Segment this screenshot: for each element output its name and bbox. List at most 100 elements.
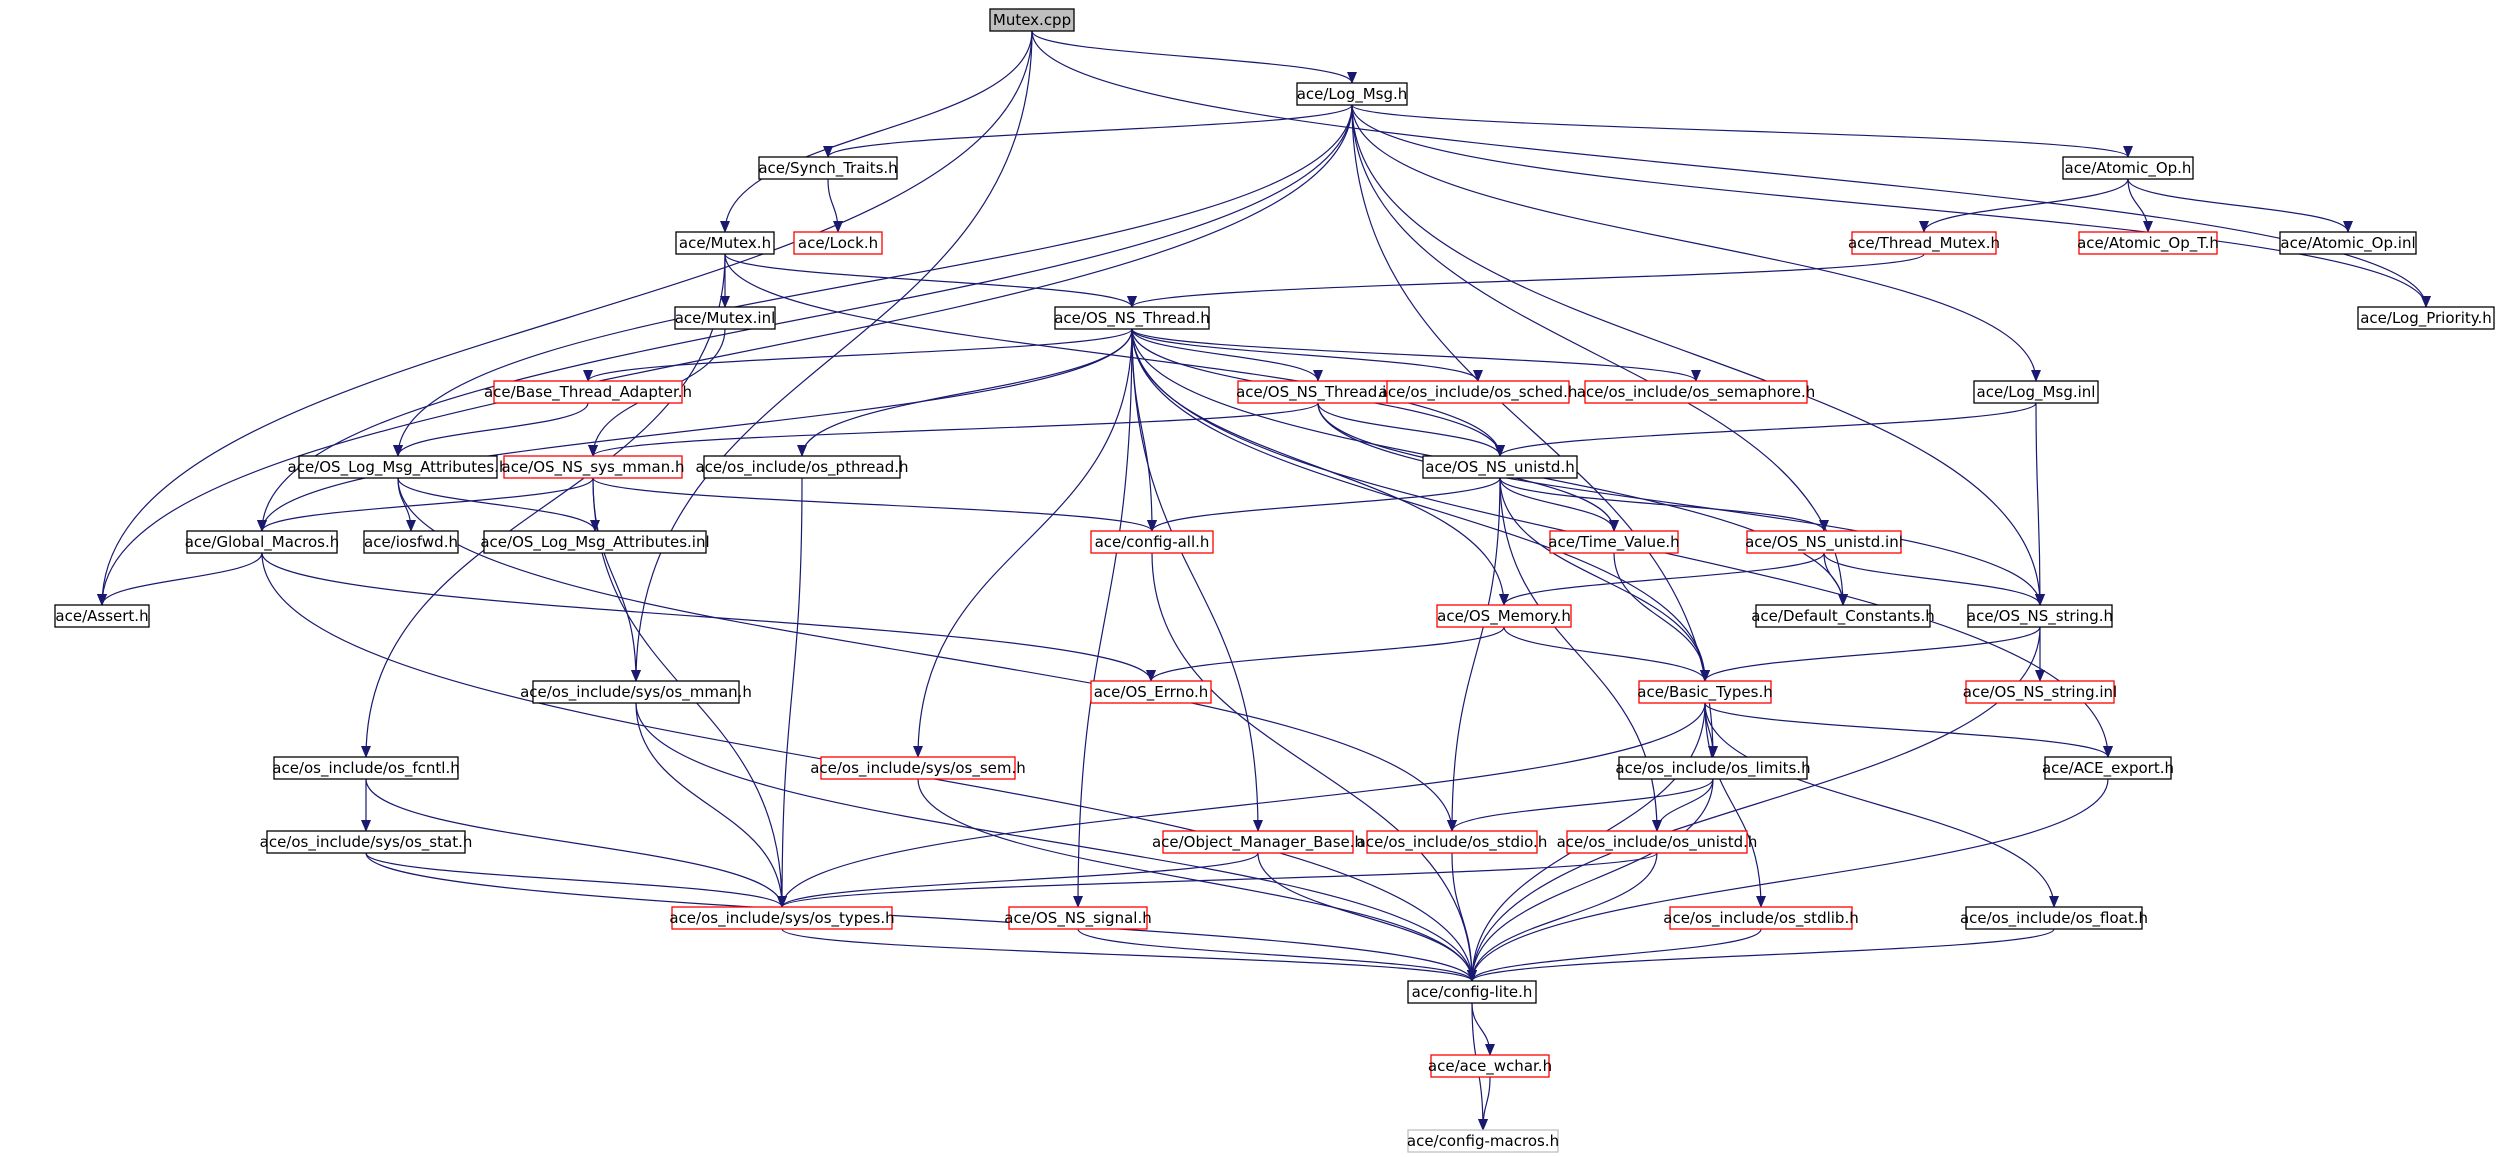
node-box[interactable] xyxy=(1638,680,1772,704)
node-mutex-cpp[interactable]: Mutex.cpp xyxy=(989,8,1075,32)
node-log-msg-h[interactable]: ace/Log_Msg.h xyxy=(1296,82,1408,106)
node-synch-traits-h[interactable]: ace/Synch_Traits.h xyxy=(758,156,898,180)
node-box[interactable] xyxy=(493,380,683,404)
node-box[interactable] xyxy=(703,455,901,479)
node-os-memory-h[interactable]: ace/OS_Memory.h xyxy=(1436,604,1572,628)
node-ace-wchar-h[interactable]: ace/ace_wchar.h xyxy=(1428,1054,1552,1078)
node-box[interactable] xyxy=(758,156,898,180)
node-sys-os-sem-h[interactable]: ace/os_include/sys/os_sem.h xyxy=(810,756,1026,780)
node-box[interactable] xyxy=(1584,380,1808,404)
node-box[interactable] xyxy=(1967,604,2113,628)
node-os-ns-sys-mman-h[interactable]: ace/OS_NS_sys_mman.h xyxy=(502,455,685,479)
node-box[interactable] xyxy=(675,231,775,255)
edge-log_msg_h-to-synch_traits_h xyxy=(823,104,1353,158)
node-box[interactable] xyxy=(1965,906,2143,930)
node-box[interactable] xyxy=(298,455,498,479)
node-box[interactable] xyxy=(1965,680,2115,704)
node-box[interactable] xyxy=(1755,604,1931,628)
node-box[interactable] xyxy=(186,530,338,554)
node-box[interactable] xyxy=(483,530,707,554)
node-atomic-op-h[interactable]: ace/Atomic_Op.h xyxy=(2062,156,2194,180)
node-os-pthread-h[interactable]: ace/os_include/os_pthread.h xyxy=(695,455,909,479)
node-box[interactable] xyxy=(1746,530,1902,554)
node-mutex-inl[interactable]: ace/Mutex.inl xyxy=(674,306,776,330)
node-box[interactable] xyxy=(1430,1054,1550,1078)
node-box[interactable] xyxy=(1407,1129,1559,1153)
node-os-ns-string-h[interactable]: ace/OS_NS_string.h xyxy=(1967,604,2113,628)
node-os-stdlib-h[interactable]: ace/os_include/os_stdlib.h xyxy=(1663,906,1859,930)
node-box[interactable] xyxy=(989,8,1075,32)
node-config-lite-h[interactable]: ace/config-lite.h xyxy=(1407,980,1537,1004)
node-object-manager-base-h[interactable]: ace/Object_Manager_Base.h xyxy=(1152,830,1364,854)
node-lock-h[interactable]: ace/Lock.h xyxy=(793,231,883,255)
node-box[interactable] xyxy=(1296,82,1408,106)
node-os-ns-string-inl[interactable]: ace/OS_NS_string.inl xyxy=(1963,680,2117,704)
node-box[interactable] xyxy=(1973,380,2099,404)
node-global-macros-h[interactable]: ace/Global_Macros.h xyxy=(185,530,340,554)
node-box[interactable] xyxy=(273,756,459,780)
node-box[interactable] xyxy=(1008,906,1148,930)
node-sys-os-mman-h[interactable]: ace/os_include/sys/os_mman.h xyxy=(520,680,752,704)
node-time-value-h[interactable]: ace/Time_Value.h xyxy=(1548,530,1680,554)
node-os-stdio-h[interactable]: ace/os_include/os_stdio.h xyxy=(1357,830,1548,854)
node-box[interactable] xyxy=(2078,231,2218,255)
node-box[interactable] xyxy=(54,604,150,628)
node-box[interactable] xyxy=(1566,830,1748,854)
node-box[interactable] xyxy=(1366,830,1538,854)
node-thread-mutex-h[interactable]: ace/Thread_Mutex.h xyxy=(1848,231,2000,255)
node-box[interactable] xyxy=(1054,306,1210,330)
node-os-log-msg-attributes-inl[interactable]: ace/OS_Log_Msg_Attributes.inl xyxy=(480,530,710,554)
node-mutex-h[interactable]: ace/Mutex.h xyxy=(675,231,775,255)
node-os-semaphore-h[interactable]: ace/os_include/os_semaphore.h xyxy=(1577,380,1816,404)
node-box[interactable] xyxy=(674,306,776,330)
node-box[interactable] xyxy=(1090,680,1212,704)
node-sys-os-types-h[interactable]: ace/os_include/sys/os_types.h xyxy=(669,906,895,930)
node-os-ns-thread-h[interactable]: ace/OS_NS_Thread.h xyxy=(1054,306,1210,330)
node-box[interactable] xyxy=(2357,306,2495,330)
node-box[interactable] xyxy=(1618,756,1808,780)
node-os-ns-unistd-inl[interactable]: ace/OS_NS_unistd.inl xyxy=(1745,530,1903,554)
node-os-ns-thread-inl[interactable]: ace/OS_NS_Thread.inl xyxy=(1236,380,1400,404)
node-ace-export-h[interactable]: ace/ACE_export.h xyxy=(2042,756,2174,780)
node-box[interactable] xyxy=(1162,830,1354,854)
node-os-ns-unistd-h[interactable]: ace/OS_NS_unistd.h xyxy=(1422,455,1578,479)
node-os-unistd-h[interactable]: ace/os_include/os_unistd.h xyxy=(1557,830,1758,854)
node-os-errno-h[interactable]: ace/OS_Errno.h xyxy=(1090,680,1212,704)
node-os-log-msg-attributes-h[interactable]: ace/OS_Log_Msg_Attributes.h xyxy=(288,455,509,479)
node-box[interactable] xyxy=(2279,231,2417,255)
node-box[interactable] xyxy=(1851,231,1997,255)
node-box[interactable] xyxy=(1090,530,1214,554)
node-box[interactable] xyxy=(363,530,459,554)
node-os-float-h[interactable]: ace/os_include/os_float.h xyxy=(1960,906,2148,930)
node-box[interactable] xyxy=(2062,156,2194,180)
node-default-constants-h[interactable]: ace/Default_Constants.h xyxy=(1751,604,1935,628)
node-basic-types-h[interactable]: ace/Basic_Types.h xyxy=(1637,680,1773,704)
node-os-sched-h[interactable]: ace/os_include/os_sched.h xyxy=(1379,380,1578,404)
node-config-macros-h[interactable]: ace/config-macros.h xyxy=(1407,1129,1559,1153)
node-config-all-h[interactable]: ace/config-all.h xyxy=(1090,530,1214,554)
node-box[interactable] xyxy=(793,231,883,255)
node-box[interactable] xyxy=(820,756,1016,780)
node-os-ns-signal-h[interactable]: ace/OS_NS_signal.h xyxy=(1004,906,1152,930)
node-box[interactable] xyxy=(1436,604,1572,628)
node-box[interactable] xyxy=(1422,455,1578,479)
node-sys-os-stat-h[interactable]: ace/os_include/sys/os_stat.h xyxy=(260,830,473,854)
node-iosfwd-h[interactable]: ace/iosfwd.h xyxy=(363,530,459,554)
node-box[interactable] xyxy=(503,455,683,479)
node-box[interactable] xyxy=(1669,906,1853,930)
node-box[interactable] xyxy=(1386,380,1570,404)
node-atomic-op-t-h[interactable]: ace/Atomic_Op_T.h xyxy=(2077,231,2219,255)
node-box[interactable] xyxy=(1549,530,1679,554)
node-box[interactable] xyxy=(532,680,740,704)
node-box[interactable] xyxy=(1407,980,1537,1004)
node-box[interactable] xyxy=(2044,756,2172,780)
node-base-thread-adapter-h[interactable]: ace/Base_Thread_Adapter.h xyxy=(484,380,692,404)
node-assert-h[interactable]: ace/Assert.h xyxy=(54,604,150,628)
node-log-msg-inl[interactable]: ace/Log_Msg.inl xyxy=(1973,380,2099,404)
node-atomic-op-inl[interactable]: ace/Atomic_Op.inl xyxy=(2279,231,2417,255)
node-os-fcntl-h[interactable]: ace/os_include/os_fcntl.h xyxy=(272,756,460,780)
node-os-limits-h[interactable]: ace/os_include/os_limits.h xyxy=(1615,756,1811,780)
node-log-priority-h[interactable]: ace/Log_Priority.h xyxy=(2357,306,2495,330)
node-box[interactable] xyxy=(671,906,893,930)
node-box[interactable] xyxy=(266,830,466,854)
